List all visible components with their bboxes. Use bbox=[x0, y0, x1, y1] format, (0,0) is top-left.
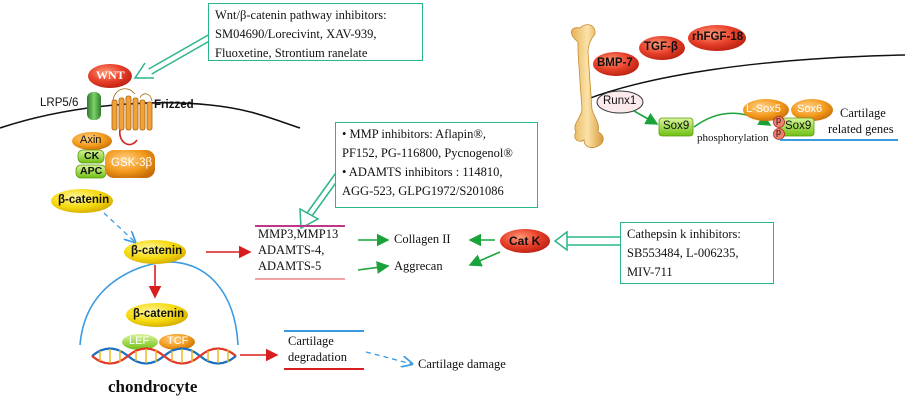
runx1-to-sox9-arrow bbox=[633, 110, 659, 125]
collagen-label: Collagen II bbox=[394, 232, 451, 246]
degradation-line2: degradation bbox=[288, 350, 348, 364]
tcf-label: TCF bbox=[167, 335, 189, 347]
cartilage-damage-label: Cartilage damage bbox=[418, 357, 506, 371]
tgfb-label: TGF-β bbox=[644, 41, 678, 53]
beta-catenin-membrane-oval bbox=[51, 189, 113, 213]
beta-catenin-nucleus-label: β-catenin bbox=[133, 308, 185, 320]
gsk-box bbox=[105, 150, 155, 178]
chondrocyte-label: chondrocyte bbox=[108, 377, 198, 396]
lef-oval bbox=[122, 334, 158, 350]
sox9-label: Sox9 bbox=[663, 120, 690, 132]
adamts-inhibitors-line1: • ADAMTS inhibitors : 114810, bbox=[342, 165, 503, 179]
dna-helix bbox=[91, 347, 237, 365]
wnt-oval bbox=[88, 64, 132, 88]
bmp7-label: BMP-7 bbox=[597, 57, 633, 69]
lrp-receptor bbox=[87, 92, 101, 120]
adamts-inhibitors-line2: AGG-523, GLPG1972/S201086 bbox=[342, 184, 504, 198]
lsox5-label: L-Sox5 bbox=[746, 103, 781, 115]
bone-membrane bbox=[584, 54, 906, 101]
gsk-label: GSK-3β bbox=[111, 157, 153, 169]
cathepsin-inhibitors-box: Cathepsin k inhibitors: SB553484, L-0062… bbox=[620, 222, 774, 284]
beta-catenin-cytoplasm-label: β-catenin bbox=[131, 245, 183, 257]
lrp-label: LRP5/6 bbox=[40, 97, 79, 109]
beta-catenin-membrane-label: β-catenin bbox=[58, 194, 110, 206]
enzymes-to-aggrecan-arrow bbox=[357, 261, 390, 274]
catk-to-aggrecan-arrow bbox=[468, 251, 501, 267]
phospho-p2-label: p bbox=[776, 127, 782, 137]
tcf-oval bbox=[159, 334, 195, 350]
enzymes-line3: ADAMTS-5 bbox=[258, 259, 322, 273]
phospho-marker-2 bbox=[773, 128, 785, 140]
runx1-oval bbox=[596, 90, 644, 114]
tgfb-oval bbox=[639, 36, 685, 60]
catenin-translocation-arrow bbox=[103, 212, 135, 242]
axin-oval bbox=[72, 132, 112, 150]
degradation-line1: Cartilage bbox=[288, 334, 334, 348]
wnt-inhibitors-line1: SM04690/Lorecivint, XAV-939, bbox=[215, 27, 377, 41]
frizzled-receptor bbox=[111, 88, 153, 146]
wnt-inhibitors-title: Wnt/β-catenin pathway inhibitors: bbox=[215, 8, 387, 22]
sox9-box bbox=[658, 117, 694, 137]
cartilage-genes-line2: related genes bbox=[828, 122, 894, 136]
catk-oval bbox=[500, 229, 550, 253]
wnt-inhibitors-box: Wnt/β-catenin pathway inhibitors: SM0469… bbox=[208, 3, 423, 61]
cathepsin-inhibitors-line2: SB553484, L-006235, bbox=[627, 246, 739, 260]
rhfgf-label: rhFGF-18 bbox=[692, 31, 744, 43]
lsox5-oval bbox=[743, 99, 789, 121]
phosphorylation-label: phosphorylation bbox=[697, 132, 769, 144]
sox6-oval bbox=[791, 99, 833, 121]
mmp-inhibitors-line1: • MMP inhibitors: Aflapin®, bbox=[342, 127, 486, 141]
ck-box bbox=[77, 149, 105, 164]
aggrecan-label: Aggrecan bbox=[394, 259, 443, 273]
apc-label: APC bbox=[80, 165, 103, 177]
sox6-label: Sox6 bbox=[797, 103, 823, 115]
cartilage-genes-line1: Cartilage bbox=[840, 106, 886, 120]
catk-inhibition-arrow bbox=[553, 230, 620, 252]
rhfgf-oval bbox=[688, 25, 746, 51]
bmp7-oval bbox=[593, 52, 639, 76]
cell-membrane bbox=[0, 101, 301, 129]
catk-label: Cat K bbox=[509, 234, 541, 248]
axin-label: Axin bbox=[80, 134, 102, 146]
sox9-complex-label: Sox9 bbox=[785, 120, 812, 132]
cathepsin-inhibitors-line3: MIV-711 bbox=[627, 265, 673, 279]
frizzled-label: Frizzed bbox=[154, 99, 194, 111]
cathepsin-inhibitors-line1: Cathepsin k inhibitors: bbox=[627, 227, 741, 241]
lef-label: LEF bbox=[129, 335, 150, 347]
wnt-inhibitors-line2: Fluoxetine, Strontium ranelate bbox=[215, 46, 368, 60]
mmp-inhibitors-box: • MMP inhibitors: Aflapin®, PF152, PG-11… bbox=[335, 122, 538, 208]
runx1-label: Runx1 bbox=[603, 95, 637, 107]
enzymes-line1: MMP3,MMP13 bbox=[258, 227, 339, 241]
mmp-inhibitors-line2: PF152, PG-116800, Pycnogenol® bbox=[342, 146, 513, 160]
ck-label: CK bbox=[84, 150, 100, 162]
phosphorylation-arrow bbox=[693, 112, 772, 128]
beta-catenin-nucleus-oval bbox=[126, 303, 188, 327]
bone-illustration bbox=[571, 24, 604, 148]
phospho-marker-1 bbox=[773, 116, 785, 128]
degradation-to-damage-arrow bbox=[365, 351, 412, 364]
phospho-p1-label: p bbox=[776, 115, 782, 125]
beta-catenin-cytoplasm-oval bbox=[124, 240, 186, 264]
wnt-label: WNT bbox=[96, 68, 125, 82]
enzymes-line2: ADAMTS-4, bbox=[258, 243, 325, 257]
